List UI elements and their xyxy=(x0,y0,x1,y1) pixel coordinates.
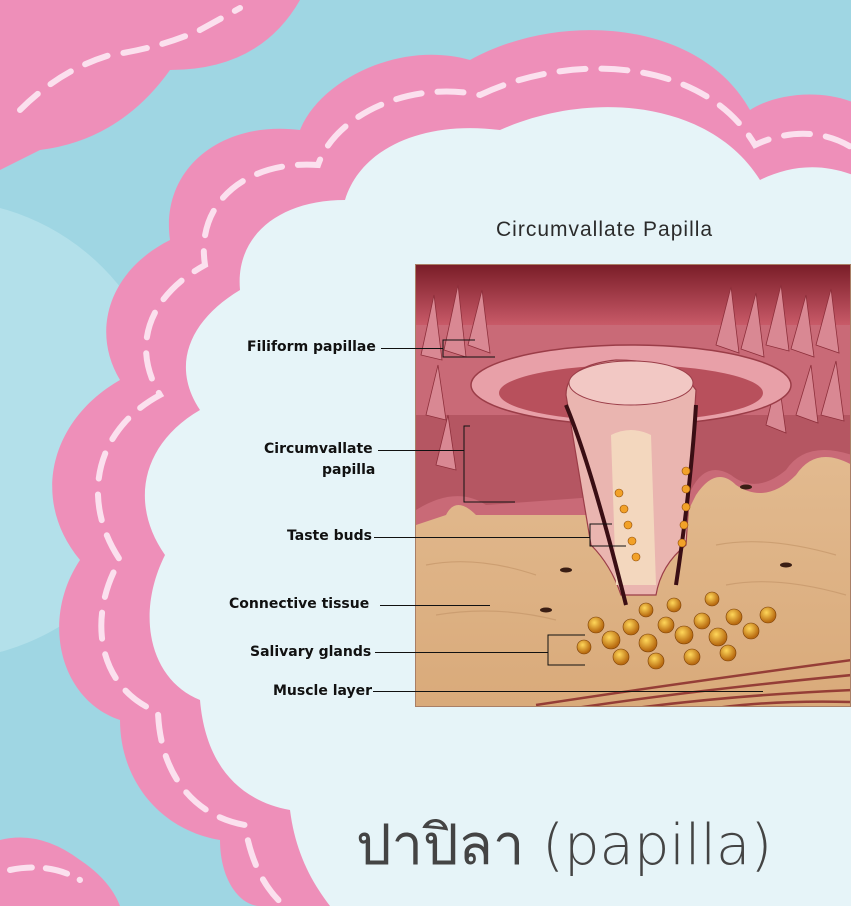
leader-connective-tissue xyxy=(380,605,490,606)
leader-muscle-layer xyxy=(373,691,763,692)
bracket-salivary xyxy=(545,630,590,670)
diagram-title: Circumvallate Papilla xyxy=(496,218,713,242)
label-taste-buds: Taste buds xyxy=(287,527,372,546)
leader-filiform xyxy=(381,348,443,349)
corner-cloud-bottom-left xyxy=(0,838,120,906)
label-circumvallate-line1: Circumvallate xyxy=(264,440,373,459)
bracket-taste-buds xyxy=(586,520,636,550)
label-filiform-papillae: Filiform papillae xyxy=(247,338,376,357)
bracket-filiform xyxy=(440,335,495,365)
bracket-circumvallate xyxy=(460,424,520,508)
label-circumvallate-line2: papilla xyxy=(322,461,375,480)
leader-salivary-glands xyxy=(375,652,548,653)
label-connective-tissue: Connective tissue xyxy=(229,595,369,614)
page-caption: ปาปิลา (papilla) xyxy=(356,800,772,889)
leader-taste-buds xyxy=(374,537,590,538)
label-salivary-glands: Salivary glands xyxy=(250,643,371,662)
leader-circumvallate xyxy=(378,450,464,451)
label-muscle-layer: Muscle layer xyxy=(273,682,372,701)
